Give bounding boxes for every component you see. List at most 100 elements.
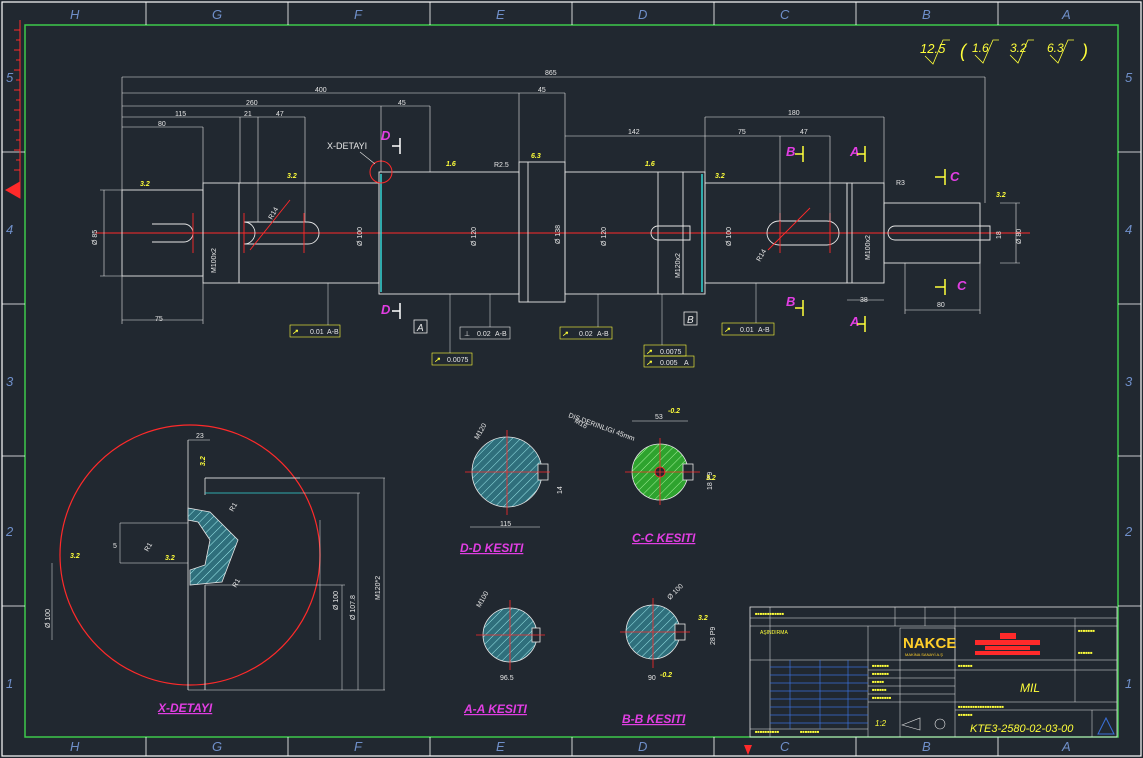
dim-75: 75 [738, 129, 746, 136]
grid-column-labels-top: H G F E D C B A [70, 7, 1071, 22]
dim-45: 45 [538, 87, 546, 94]
dim-38: 38 [860, 297, 868, 304]
svg-text:■■■■■■: ■■■■■■ [958, 663, 973, 668]
svg-text:Ø 100: Ø 100 [666, 583, 685, 602]
dim-r25: R2.5 [494, 162, 509, 169]
grid-col-label: G [212, 7, 222, 22]
datum-a: A [416, 323, 424, 334]
grid-row-label: 5 [6, 70, 14, 85]
finish-mark: 3.2 [140, 181, 150, 188]
grid-row-label: 3 [6, 374, 14, 389]
dim-overall: 865 [545, 70, 557, 77]
grid-col-label: D [638, 7, 647, 22]
svg-text:53: 53 [655, 414, 663, 421]
grid-col-label: B [922, 739, 931, 754]
dim-80: 80 [937, 302, 945, 309]
grid-row-label: 4 [6, 222, 13, 237]
svg-text:■■■■■■■: ■■■■■■■ [1078, 628, 1095, 633]
svg-text:■■■■■■■■■■■■: ■■■■■■■■■■■■ [755, 611, 785, 616]
dim-m100x2: M100x2 [865, 235, 872, 260]
company-logo: NAKCE [903, 635, 956, 652]
svg-text:14: 14 [557, 486, 564, 494]
dim-180: 180 [788, 110, 800, 117]
dim-80: 80 [158, 121, 166, 128]
svg-text:M120: M120 [474, 422, 489, 441]
roughness-value: 6.3 [1047, 41, 1064, 55]
svg-text:115: 115 [500, 521, 511, 528]
dim-47: 47 [276, 111, 284, 118]
grid-col-label: A [1061, 7, 1071, 22]
drawing-number: KTE3-2580-02-03-00 [970, 723, 1074, 735]
dim-r14: R14 [268, 206, 281, 221]
grid-col-label: H [70, 7, 80, 22]
dimension-lines [100, 76, 1020, 324]
dim-dia138: Ø 138 [555, 225, 562, 244]
section-title-bb: B-B KESITI [622, 712, 686, 726]
grid-row-label: 5 [1125, 70, 1133, 85]
grid-row-label: 1 [1125, 676, 1132, 691]
section-x-detail: 23 3.2 R1 R1 R1 5 3.2 3.2 M120*2 Ø 107.8… [45, 424, 385, 715]
dim-115: 115 [175, 111, 186, 118]
svg-text:3.2: 3.2 [165, 555, 175, 562]
svg-text:0.01: 0.01 [740, 327, 754, 334]
grid-row-label: 1 [6, 676, 13, 691]
dim-45: 45 [398, 100, 406, 107]
tolerance-frame: ↗ 0.0075 ↗ 0.005 A [643, 344, 695, 368]
svg-text:-0.2: -0.2 [668, 408, 680, 415]
svg-text:): ) [1080, 41, 1088, 61]
tolerance-frame: ↗ 0.0075 [431, 352, 473, 366]
section-letter-c: C [957, 278, 967, 293]
svg-text:M120*2: M120*2 [375, 576, 382, 600]
grid-row-labels: 5 4 3 2 1 5 4 3 2 1 [5, 70, 1133, 691]
svg-text:96.5: 96.5 [500, 675, 514, 682]
dim-dia100: Ø 100 [726, 227, 733, 246]
dim-dia120: Ø 120 [601, 227, 608, 246]
x-detail-label: X-DETAYI [327, 141, 367, 151]
svg-text:↗: ↗ [646, 360, 653, 367]
section-dd: 115 M120 14 D-D KESITI [460, 422, 564, 555]
svg-text:A-B: A-B [495, 331, 507, 338]
dim-r3: R3 [896, 180, 905, 187]
scale: 1:2 [875, 719, 887, 728]
svg-text:Ø 107.8: Ø 107.8 [350, 595, 357, 620]
svg-text:90: 90 [648, 675, 656, 682]
tolerance-frame: ⊥ 0.02 A-B [459, 326, 511, 340]
section-title-cc: C-C KESITI [632, 531, 696, 545]
finish-mark: 1.6 [446, 161, 456, 168]
svg-text:M100: M100 [476, 590, 491, 609]
svg-text:■■■■■■: ■■■■■■ [872, 687, 887, 692]
svg-text:■■■■■■■: ■■■■■■■ [872, 663, 889, 668]
svg-text:■■■■■■: ■■■■■■ [958, 712, 973, 717]
dim-dia100: Ø 100 [357, 227, 364, 246]
ruler-marker [4, 20, 21, 199]
dim-21: 21 [244, 111, 252, 118]
dim-dia85: Ø 85 [92, 230, 99, 245]
grid-col-label: A [1061, 739, 1071, 754]
section-letter-b: B [786, 144, 795, 159]
grid-col-label: D [638, 739, 647, 754]
dim-142: 142 [628, 129, 640, 136]
svg-text:3.2: 3.2 [200, 456, 207, 466]
section-letter-b: B [786, 294, 795, 309]
svg-text:⊥: ⊥ [464, 331, 470, 338]
svg-text:R1: R1 [144, 542, 155, 553]
svg-text:A-B: A-B [327, 329, 339, 336]
svg-text:3.2: 3.2 [698, 615, 708, 622]
section-letter-d: D [381, 302, 391, 317]
section-cc: 53 -0.2 M16 DIS DERINLIGI 45mm 18 P9 3.2… [567, 408, 716, 545]
grid-row-label: 3 [1125, 374, 1133, 389]
bottom-arrow-marker [744, 745, 752, 755]
tolerance-frames: ↗ 0.01 A-B ⊥ 0.02 A-B ↗ 0.02 A-B ↗ 0.01 … [289, 283, 775, 368]
grid-col-label: E [496, 7, 505, 22]
svg-text:(: ( [960, 41, 968, 61]
grid-col-label: C [780, 739, 790, 754]
svg-text:■■■■■■■■■■■■■■■■■■■: ■■■■■■■■■■■■■■■■■■■ [958, 704, 1004, 709]
finish-mark: 3.2 [287, 173, 297, 180]
dim-400: 400 [315, 87, 327, 94]
section-title-aa: A-A KESITI [463, 702, 528, 716]
svg-text:Ø 100: Ø 100 [333, 591, 340, 610]
svg-text:■■■■■: ■■■■■ [872, 679, 885, 684]
